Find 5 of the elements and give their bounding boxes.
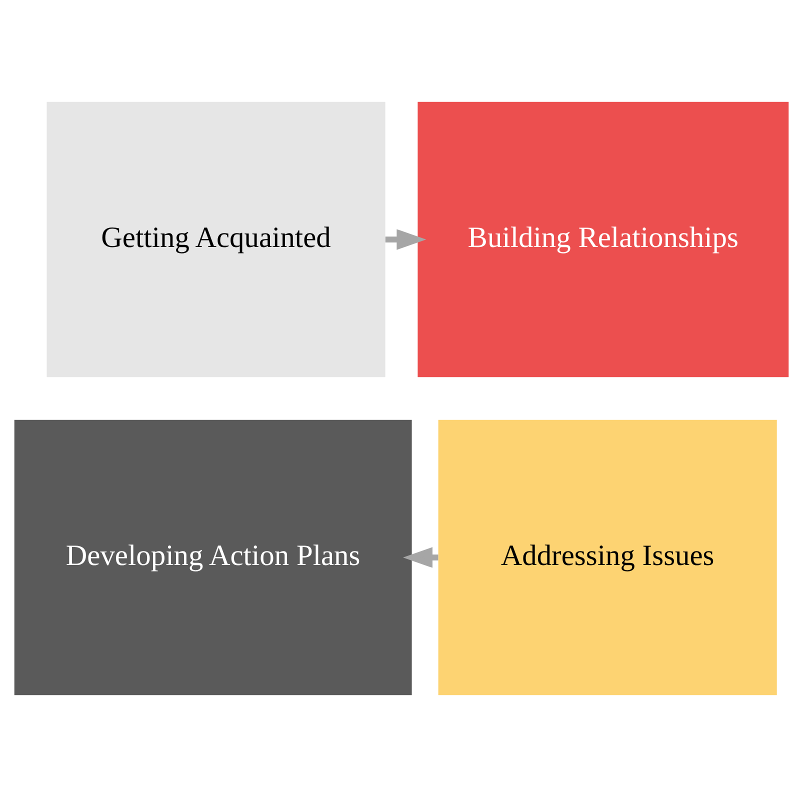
- node-box: Building Relationships: [418, 102, 789, 378]
- node-box: Addressing Issues: [438, 420, 777, 696]
- node-box: Getting Acquainted: [46, 102, 386, 378]
- arrow: [385, 229, 426, 250]
- node-box: Developing Action Plans: [14, 420, 412, 696]
